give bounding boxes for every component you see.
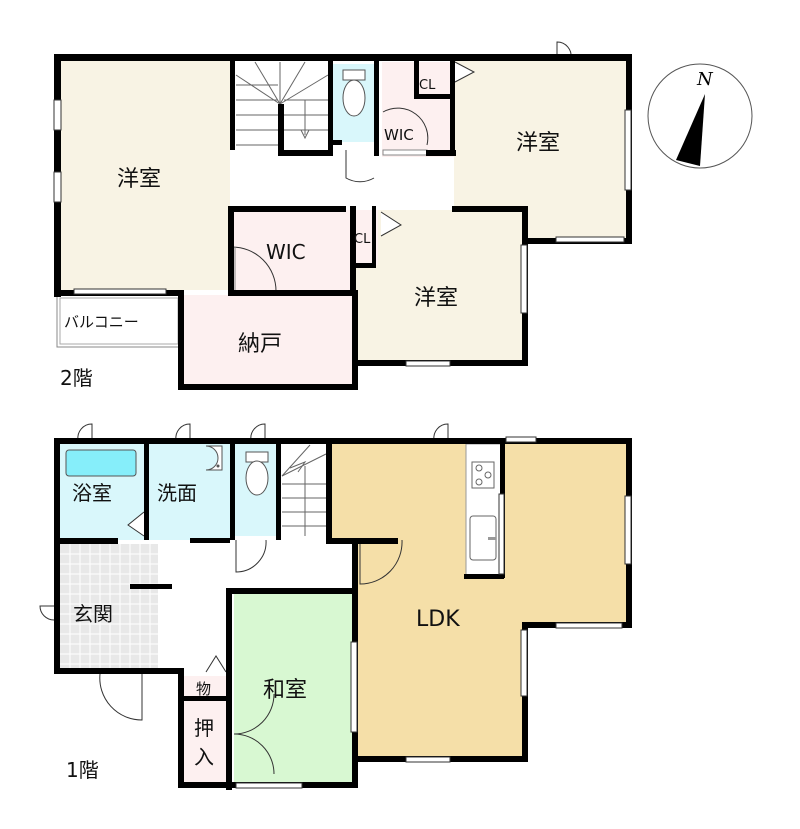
- toilet-icon-2f: [342, 69, 366, 117]
- toilet-icon-1f: [245, 451, 269, 496]
- label-storage-room: 納戸: [238, 332, 282, 357]
- compass: N: [647, 63, 753, 169]
- wic-1-door[interactable]: [382, 107, 429, 146]
- storage-small-fill: [184, 676, 230, 698]
- toilet-exterior-door[interactable]: [250, 423, 266, 441]
- windows-1f: [235, 436, 632, 789]
- floor-2-label: 2階: [60, 366, 93, 390]
- label-western-room-3: 洋室: [414, 286, 458, 311]
- floor-1-label: 1階: [66, 758, 99, 782]
- toilet-1f-door[interactable]: [235, 539, 267, 573]
- japanese-room-fill: [234, 594, 352, 784]
- compass-north-label: N: [696, 69, 714, 90]
- closet-1-door[interactable]: [454, 61, 476, 83]
- label-closet-2: CL: [354, 232, 371, 247]
- oshiire-fill: [184, 700, 230, 784]
- toilet-2f-door[interactable]: [345, 150, 375, 183]
- label-washroom: 洗面: [157, 481, 197, 505]
- stairs-1f: [281, 444, 327, 536]
- label-balcony: バルコニー: [64, 313, 139, 331]
- label-entrance: 玄関: [73, 602, 113, 626]
- label-oshiire-bottom: 入: [194, 745, 214, 769]
- label-closet-1: CL: [419, 78, 436, 93]
- storage-small-door[interactable]: [205, 655, 227, 673]
- label-wic-2: WIC: [266, 240, 306, 264]
- label-wic-1: WIC: [384, 126, 414, 144]
- washroom-exterior-door[interactable]: [175, 423, 191, 441]
- wic-2-fill: [232, 210, 352, 292]
- label-ldk: LDK: [416, 607, 460, 632]
- windows-2f: [53, 99, 632, 367]
- wash-basin-icon: [205, 445, 223, 471]
- stove-icon: [471, 461, 495, 489]
- bathroom-exterior-door[interactable]: [77, 423, 93, 441]
- label-bathroom: 浴室: [72, 481, 112, 505]
- floor-1-plan: 浴室 洗面 玄関 和室 LDK 物 押 入 1階: [39, 423, 632, 790]
- label-oshiire-top: 押: [194, 716, 214, 740]
- ldk-fill: [332, 444, 626, 760]
- stairs-1f-area: [280, 444, 328, 540]
- north-arrow-icon: [676, 94, 705, 166]
- closet-2-door[interactable]: [380, 211, 402, 237]
- wic-2-door[interactable]: [231, 246, 277, 292]
- stairs-2f: [235, 61, 329, 146]
- ldk-exterior-door[interactable]: [433, 423, 449, 441]
- label-japanese-room: 和室: [263, 678, 307, 703]
- label-western-room-2: 洋室: [516, 131, 560, 156]
- bathtub-icon: [65, 449, 137, 477]
- room-western-1-fill: [60, 60, 230, 290]
- floor-2-plan: 洋室 洋室 洋室 WIC WIC CL CL 納戸 バルコニー 2階: [53, 41, 632, 390]
- ldk-door[interactable]: [359, 539, 403, 585]
- entrance-fill: [60, 544, 158, 670]
- bathroom-door[interactable]: [127, 511, 145, 537]
- japanese-room-door-2[interactable]: [233, 733, 275, 775]
- entrance-front-door[interactable]: [99, 673, 143, 721]
- label-western-room-1: 洋室: [117, 167, 161, 192]
- entrance-side-door[interactable]: [39, 605, 55, 621]
- label-storage-small: 物: [196, 680, 211, 698]
- storage-room-fill: [182, 295, 354, 388]
- japanese-room-door-1[interactable]: [233, 693, 275, 735]
- washroom-fill: [148, 444, 230, 540]
